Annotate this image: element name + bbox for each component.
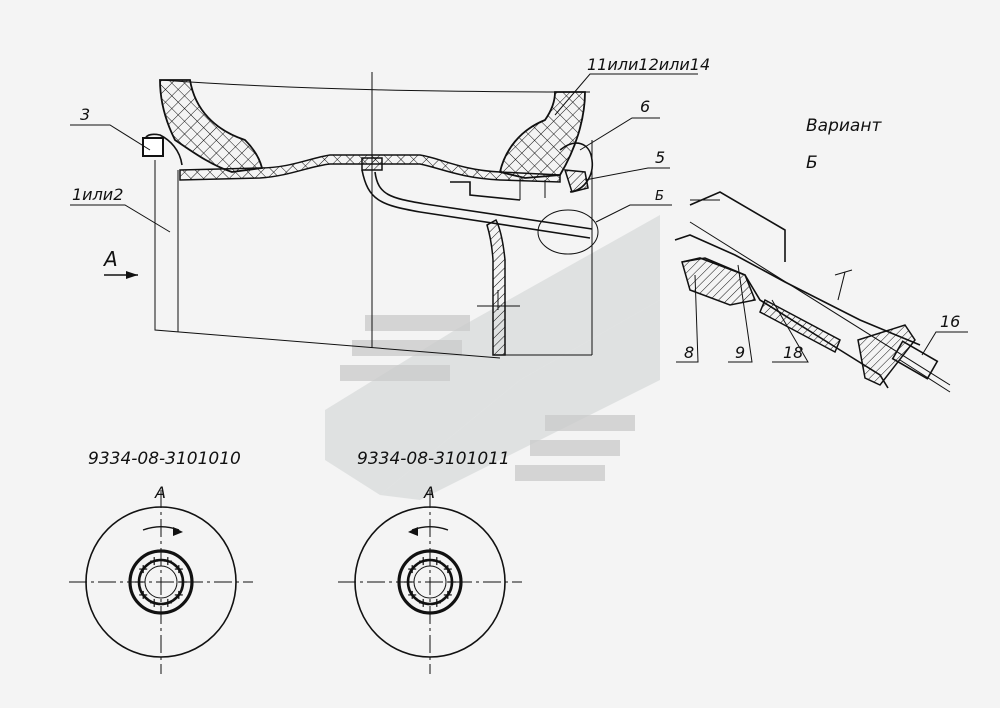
callout-detail-b: Б: [655, 189, 664, 204]
callout-18: 18: [783, 343, 803, 362]
view-arrow-a-label: А: [102, 247, 118, 271]
variant-leaders: [676, 264, 968, 363]
wheel-front-view-1: [69, 490, 253, 674]
part-number-1: 9334-08-3101010: [88, 449, 241, 469]
callout-3: 3: [80, 105, 90, 124]
view-label-2: А: [423, 483, 435, 502]
variant-title: Вариант: [806, 116, 882, 136]
callout-8: 8: [684, 343, 694, 362]
view-label-1: А: [154, 483, 166, 502]
part-number-2: 9334-08-3101011: [357, 449, 510, 469]
callout-16: 16: [940, 312, 960, 331]
wheel-front-view-2: [338, 490, 522, 674]
callout-1or2: 1или2: [72, 185, 123, 204]
callout-5: 5: [655, 148, 665, 167]
callout-9: 9: [735, 343, 745, 362]
callout-leaders: [70, 73, 698, 233]
callout-11or12or14: 11или12или14: [587, 55, 710, 74]
wheel-section-view: [104, 72, 599, 359]
callout-6: 6: [640, 97, 650, 116]
variant-letter: Б: [806, 153, 818, 173]
variant-b-detail: [674, 191, 951, 393]
